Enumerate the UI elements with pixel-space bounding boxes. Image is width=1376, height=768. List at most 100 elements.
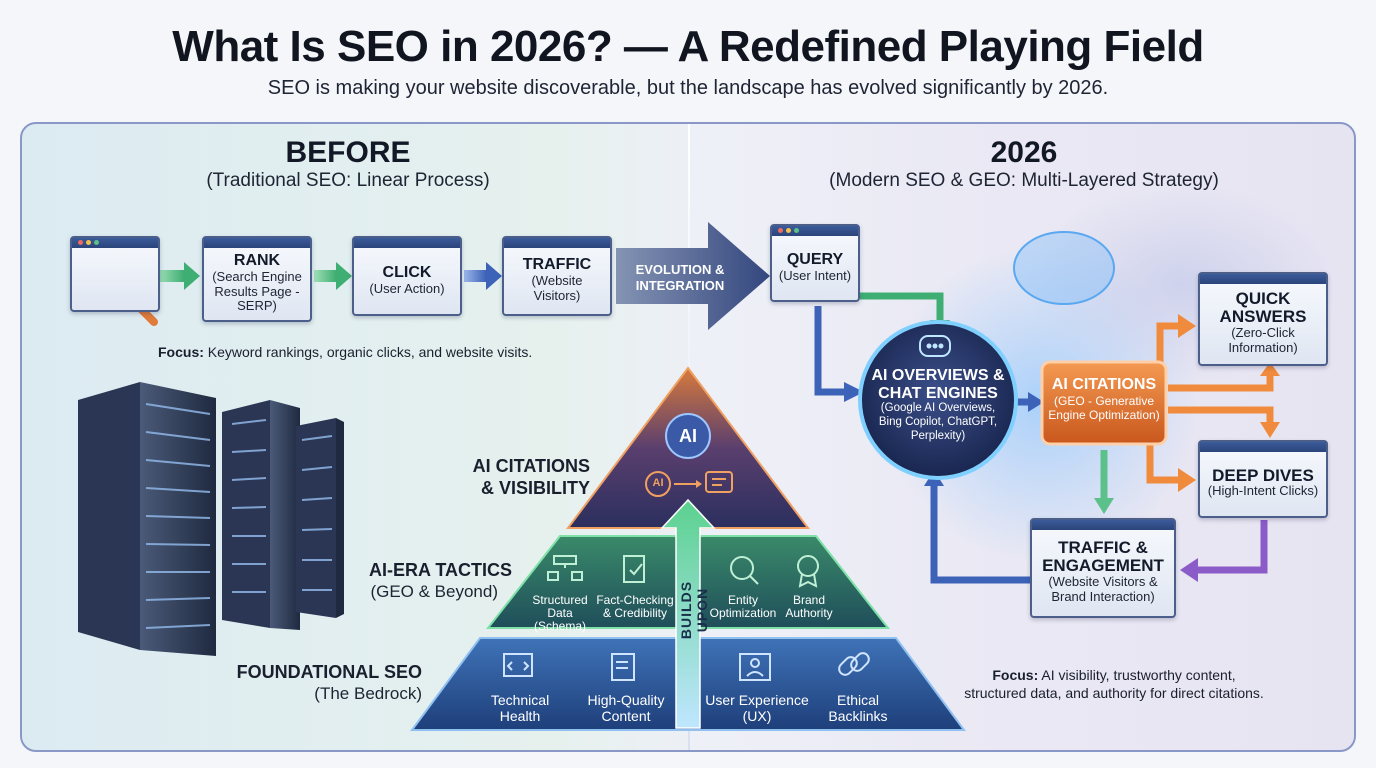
citation-to-quick-arrow-2 — [1168, 374, 1274, 392]
query-side-arrow — [814, 306, 846, 396]
builds-upon-arrow — [660, 498, 716, 729]
tactic-structured-data-l2: Data (Schema) — [533, 606, 586, 634]
pyramid-top-label-2: & VISIBILITY — [480, 477, 590, 498]
modern-heading: 2026 — [990, 136, 1058, 169]
builds-upon-label: BUILDS UPON — [678, 580, 710, 640]
traffic-eng-title-1: TRAFFIC & — [1058, 538, 1148, 558]
fact-check-icon — [623, 555, 645, 583]
foundation-backlinks: Ethical Backlinks — [818, 692, 898, 724]
before-heading: BEFORE — [285, 136, 411, 169]
query-node: QUERY (User Intent) — [770, 224, 860, 302]
citations-sub-2: Engine Optimization) — [1048, 408, 1160, 423]
traffic-eng-sub-2: Brand Interaction) — [1051, 588, 1155, 604]
tactic-brand-authority-l2: Authority — [785, 606, 833, 621]
citation-to-quick-arrow — [1156, 322, 1180, 368]
page-title: What Is SEO in 2026? — A Redefined Playi… — [172, 22, 1204, 71]
foundation-technical-l1: Technical — [490, 692, 550, 708]
quick-sub-1: (Zero-Click — [1231, 324, 1295, 340]
traffic-feedback-arrow — [930, 484, 1030, 584]
content-edit-icon — [611, 653, 635, 681]
query-title: QUERY — [786, 250, 844, 268]
rank-sub: (Search Engine Results Page - SERP) — [212, 268, 302, 314]
tactic-fact-checking-l1: Fact-Checking — [596, 593, 674, 607]
search-browser-window — [70, 236, 160, 312]
before-focus-label: Focus: — [158, 344, 204, 360]
foundation-ux-l2: (UX) — [742, 708, 772, 725]
traffic-eng-title-2: ENGAGEMENT — [1042, 556, 1164, 576]
ai-citations-text: AI CITATIONS (GEO - Generative Engine Op… — [1042, 376, 1166, 423]
ai-engines-node — [858, 320, 1018, 480]
foundation-ux-l1: User Experience — [705, 692, 809, 708]
modern-focus-label: Focus: — [992, 667, 1039, 683]
flow-arrow-3 — [464, 262, 502, 290]
ai-engines-text: AI OVERVIEWS & CHAT ENGINES (Google AI O… — [862, 367, 1014, 444]
click-sub: (User Action) — [369, 280, 445, 296]
backlink-icon — [838, 652, 870, 676]
traffic-sub: (Website Visitors) — [531, 273, 583, 303]
brand-authority-icon — [797, 555, 819, 588]
tactic-entity-l1: Entity — [727, 593, 758, 607]
modern-focus-line-2: structured data, and authority for direc… — [964, 685, 1264, 702]
ai-citations-node — [1040, 360, 1168, 446]
code-window-icon — [503, 653, 533, 677]
rank-title: RANK — [233, 251, 281, 269]
pyramid-bottom-label: FOUNDATIONAL SEO — [236, 662, 422, 682]
entity-icon — [730, 556, 759, 585]
schema-icon — [547, 555, 583, 581]
chat-bubble-icon — [919, 335, 951, 357]
traffic-engagement-node: TRAFFIC & ENGAGEMENT (Website Visitors &… — [1030, 518, 1176, 618]
foundation-technical-l2: Health — [499, 708, 541, 725]
pyramid-top-label-1: AI CITATIONS — [472, 456, 590, 476]
tactic-brand-authority: Brand Authority — [776, 593, 842, 621]
engines-sub-2: Bing Copilot, ChatGPT, — [878, 416, 998, 429]
citations-sub-1: (GEO - Generative — [1053, 394, 1155, 408]
tactic-entity: Entity Optimization — [706, 593, 780, 621]
quick-title-2: ANSWERS — [1219, 307, 1307, 327]
foundation-content-l2: Content — [601, 708, 651, 725]
page-subtitle: SEO is making your website discoverable,… — [267, 77, 1109, 99]
foundation-technical: Technical Health — [478, 692, 562, 724]
modern-focus: Focus: AI visibility, trustworthy conten… — [944, 666, 1284, 702]
tactic-fact-checking: Fact-Checking & Credibility — [596, 593, 674, 621]
tactic-brand-authority-l1: Brand — [792, 593, 826, 607]
tactic-fact-checking-l2: & Credibility — [602, 606, 668, 621]
tactic-entity-l2: Optimization — [709, 606, 777, 621]
deep-dives-node: DEEP DIVES (High-Intent Clicks) — [1198, 440, 1328, 518]
pyramid-middle-sub: (GEO & Beyond) — [370, 582, 498, 601]
engines-title-2: CHAT ENGINES — [878, 384, 998, 402]
modern-subheading: (Modern SEO & GEO: Multi-Layered Strateg… — [829, 170, 1219, 191]
evolution-arrow — [616, 222, 770, 330]
engines-title-1: AI OVERVIEWS & — [871, 367, 1005, 384]
flow-arrow-2 — [314, 262, 352, 290]
citation-to-deep-arrow — [1168, 406, 1274, 424]
before-subheading: (Traditional SEO: Linear Process) — [206, 170, 490, 191]
before-focus: Focus: Keyword rankings, organic clicks,… — [158, 344, 578, 360]
pyramid-middle-label: AI-ERA TACTICS — [369, 560, 512, 580]
engines-sub-1: (Google AI Overviews, — [880, 402, 996, 415]
citation-chat-icon — [705, 471, 733, 493]
brain-icon — [1013, 231, 1115, 305]
evolution-label: EVOLUTION & INTEGRATION — [622, 262, 738, 295]
foundation-backlinks-l2: Backlinks — [828, 708, 888, 725]
traffic-step: TRAFFIC (Website Visitors) — [502, 236, 612, 316]
flow-arrow-1 — [158, 262, 200, 290]
rank-step: RANK (Search Engine Results Page - SERP) — [202, 236, 312, 322]
ai-brain-icon — [665, 413, 711, 459]
pyramid-bottom-sub: (The Bedrock) — [314, 684, 422, 703]
traffic-title: TRAFFIC — [522, 256, 592, 274]
foundation-backlinks-l1: Ethical — [836, 692, 880, 708]
citation-to-deep-arrow-2 — [1146, 444, 1180, 484]
deep-to-traffic-arrow — [1196, 520, 1268, 574]
user-experience-icon — [739, 653, 771, 681]
citations-title: AI CITATIONS — [1051, 376, 1157, 393]
ai-badge: AI — [679, 426, 697, 446]
click-step: CLICK (User Action) — [352, 236, 462, 316]
server-rack-illustration — [78, 382, 344, 656]
foundation-content: High-Quality Content — [578, 692, 674, 724]
query-sub: (User Intent) — [778, 267, 852, 283]
traffic-eng-sub-1: (Website Visitors & — [1048, 573, 1158, 589]
quick-sub-2: Information) — [1228, 339, 1298, 355]
foundation-ux: User Experience (UX) — [702, 692, 812, 724]
deep-sub: (High-Intent Clicks) — [1207, 483, 1319, 499]
